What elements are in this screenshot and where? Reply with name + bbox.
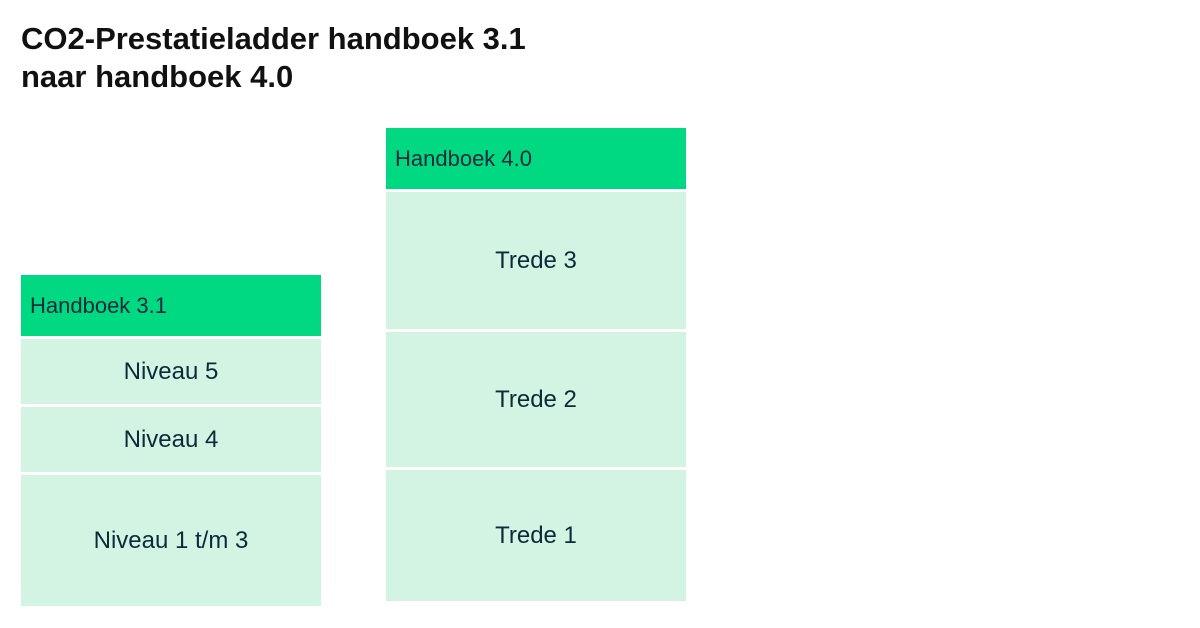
title-line-1: CO2-Prestatieladder handboek 3.1 bbox=[21, 21, 526, 56]
niveau-4-cell: Niveau 4 bbox=[21, 407, 321, 472]
niveau-1-3-cell: Niveau 1 t/m 3 bbox=[21, 475, 321, 606]
page-title: CO2-Prestatieladder handboek 3.1 naar ha… bbox=[21, 20, 526, 96]
trede-2-cell: Trede 2 bbox=[386, 332, 686, 467]
niveau-5-cell: Niveau 5 bbox=[21, 339, 321, 404]
handboek-3-1-column: Handboek 3.1 Niveau 5 Niveau 4 Niveau 1 … bbox=[21, 275, 321, 606]
handboek-4-0-header: Handboek 4.0 bbox=[386, 128, 686, 189]
trede-1-cell: Trede 1 bbox=[386, 470, 686, 601]
title-line-2: naar handboek 4.0 bbox=[21, 59, 294, 94]
handboek-4-0-column: Handboek 4.0 Trede 3 Trede 2 Trede 1 bbox=[386, 128, 686, 601]
trede-3-cell: Trede 3 bbox=[386, 192, 686, 329]
handboek-3-1-header: Handboek 3.1 bbox=[21, 275, 321, 336]
